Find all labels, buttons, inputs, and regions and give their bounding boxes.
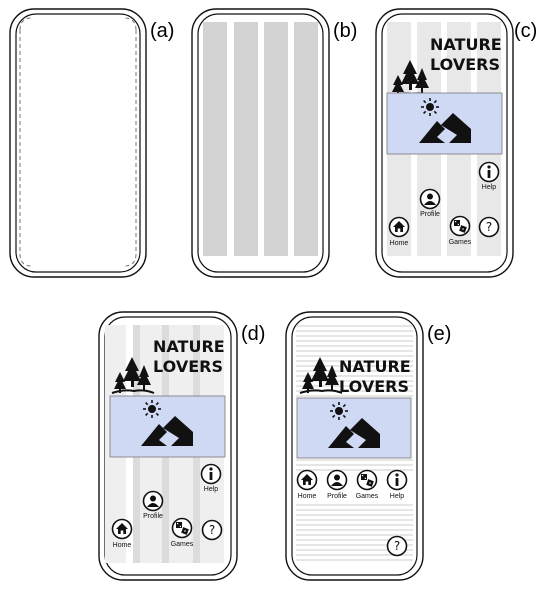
- app-title: NATURE LOVERS: [339, 357, 411, 397]
- games-label: Games: [170, 541, 194, 548]
- profile-button[interactable]: [328, 471, 347, 490]
- phone-e: [285, 311, 424, 581]
- grid-column: [203, 22, 227, 256]
- home-label: Home: [389, 240, 409, 247]
- help-button[interactable]: [388, 471, 407, 490]
- home-label: Home: [297, 493, 317, 500]
- profile-button[interactable]: [421, 190, 440, 209]
- phone-c: [375, 8, 514, 278]
- phone-d: [98, 311, 238, 581]
- panel-label-d: (d): [241, 323, 266, 345]
- grid-column: [294, 22, 318, 256]
- sun-icon: [142, 399, 162, 419]
- home-button[interactable]: [390, 218, 409, 237]
- home-button[interactable]: [113, 520, 132, 539]
- sun-icon: [420, 97, 440, 117]
- app-title-line1: NATURE: [153, 337, 225, 356]
- profile-label: Profile: [420, 211, 440, 218]
- sun-icon: [329, 401, 349, 421]
- app-title-line1: NATURE: [430, 35, 502, 54]
- games-label: Games: [448, 239, 472, 246]
- games-button[interactable]: [451, 217, 470, 236]
- help-button[interactable]: [202, 465, 221, 484]
- profile-button[interactable]: [144, 492, 163, 511]
- phone-b: [191, 8, 330, 278]
- app-title-line2: LOVERS: [153, 357, 223, 376]
- help-label: Help: [203, 486, 219, 493]
- profile-label: Profile: [327, 493, 347, 500]
- grid-column: [264, 22, 288, 256]
- help-label: Help: [481, 184, 497, 191]
- help-button[interactable]: [480, 163, 499, 182]
- question-button[interactable]: [480, 218, 499, 237]
- grid-column: [234, 22, 258, 256]
- games-label: Games: [355, 493, 379, 500]
- games-button[interactable]: [358, 471, 377, 490]
- panel-label-c: (c): [514, 20, 538, 42]
- home-label: Home: [112, 542, 132, 549]
- app-title: NATURE LOVERS: [430, 35, 502, 75]
- app-title: NATURE LOVERS: [153, 337, 225, 377]
- profile-label: Profile: [143, 513, 163, 520]
- app-title-line2: LOVERS: [339, 377, 409, 396]
- panel-label-a: (a): [150, 20, 175, 42]
- panel-label-e: (e): [427, 323, 452, 345]
- app-title-line2: LOVERS: [430, 55, 500, 74]
- help-label: Help: [389, 493, 405, 500]
- question-button[interactable]: [388, 537, 407, 556]
- panel-label-b: (b): [333, 20, 358, 42]
- games-button[interactable]: [173, 519, 192, 538]
- home-button[interactable]: [298, 471, 317, 490]
- phone-a: [9, 8, 147, 278]
- question-button[interactable]: [203, 521, 222, 540]
- app-title-line1: NATURE: [339, 357, 411, 376]
